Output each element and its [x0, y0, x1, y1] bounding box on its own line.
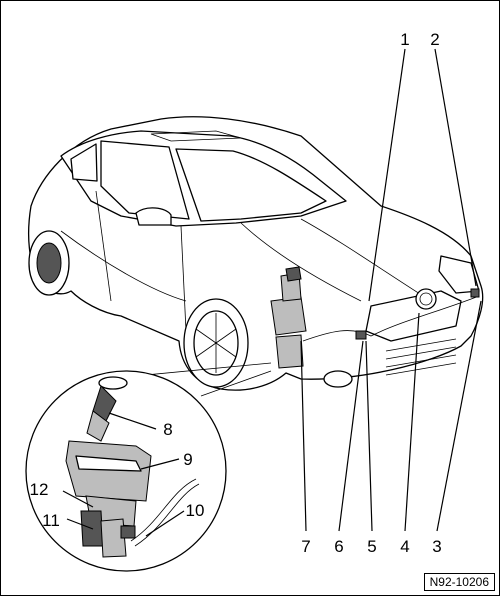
- callout-8: 8: [163, 420, 172, 439]
- callout-7: 7: [301, 537, 310, 556]
- leader-lines: [62, 48, 482, 537]
- callout-10: 10: [186, 501, 205, 520]
- car-illustration: [27, 116, 484, 391]
- callout-3: 3: [432, 537, 441, 556]
- detail-inset: [25, 362, 272, 572]
- callout-6: 6: [334, 537, 343, 556]
- callout-5: 5: [367, 537, 376, 556]
- callout-1: 1: [400, 30, 409, 49]
- reference-code: N92-10206: [423, 573, 495, 591]
- callout-9: 9: [183, 450, 192, 469]
- callout-4: 4: [400, 537, 409, 556]
- callout-11: 11: [42, 511, 60, 530]
- callout-12: 12: [30, 480, 49, 499]
- callout-2: 2: [430, 30, 439, 49]
- callout-labels: 1 2 3 4 5 6 7 8 9 10 11 12: [30, 30, 442, 556]
